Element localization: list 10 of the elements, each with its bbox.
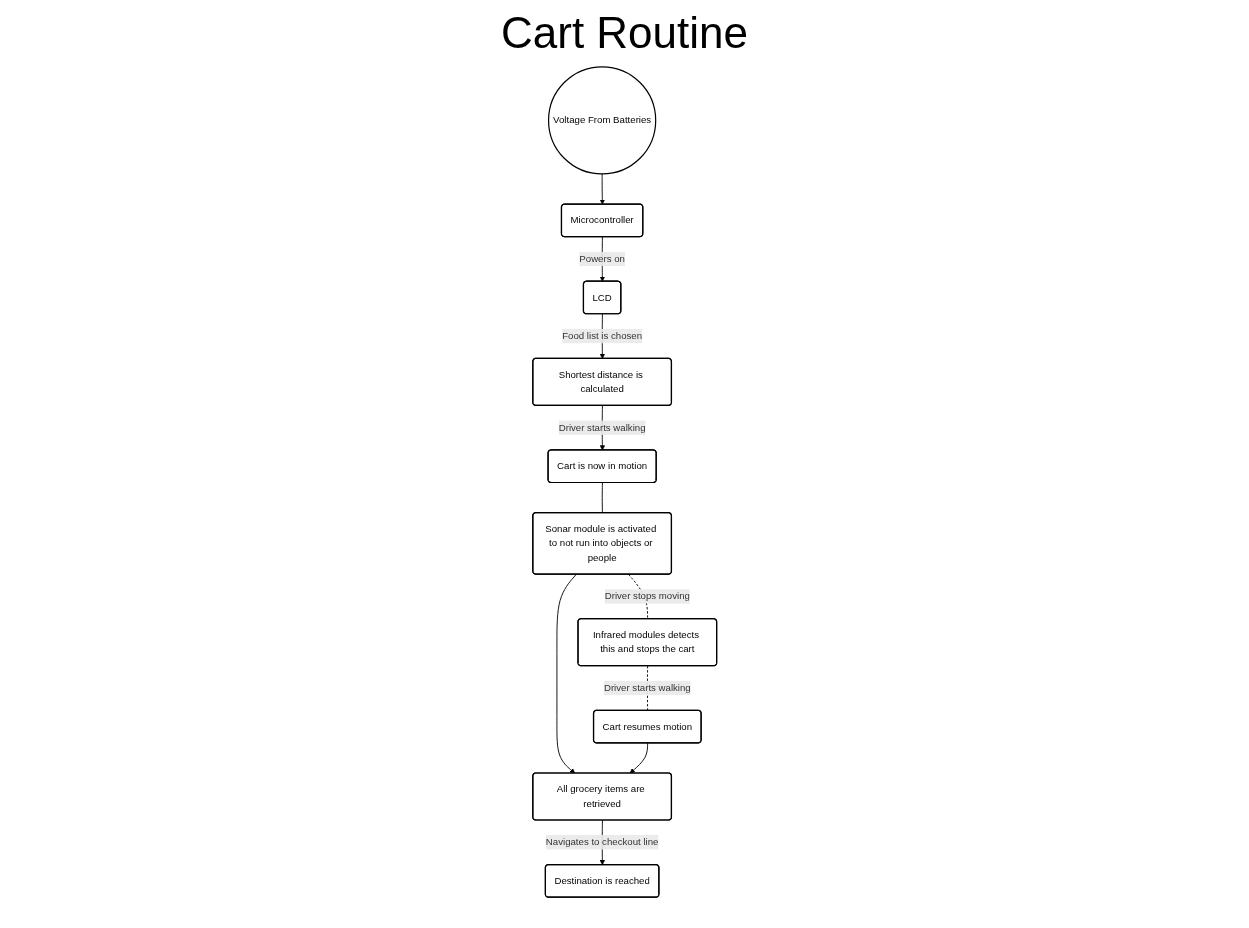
edge-label: Driver stops moving (604, 590, 690, 602)
node-circle: Voltage From Batteries (547, 66, 657, 175)
edge-label: Food list is chosen (561, 330, 642, 341)
edge-label: Navigates to checkout line (545, 836, 659, 848)
connector (646, 665, 648, 712)
edge-label: Driver starts walking (603, 682, 691, 693)
connector (601, 482, 603, 514)
edge-label: Powers on (579, 253, 625, 264)
diagram-title: Cart Routine (501, 8, 748, 58)
edge-label: Driver starts walking (558, 422, 646, 433)
